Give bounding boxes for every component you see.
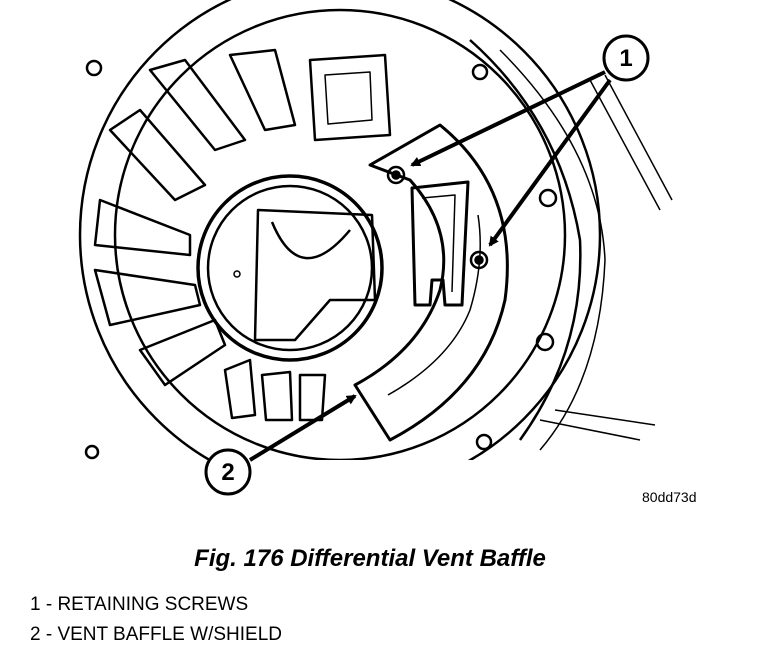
figure-reference-code: 80dd73d xyxy=(642,489,697,505)
housing-inner-rim xyxy=(113,8,567,460)
flange-edge xyxy=(469,39,582,441)
vent-shield xyxy=(410,180,470,307)
callout-2-number: 2 xyxy=(221,459,234,486)
figure-caption: Fig. 176 Differential Vent Baffle xyxy=(194,545,546,572)
background-line xyxy=(539,419,641,441)
rib xyxy=(223,358,257,420)
retaining-screw-head xyxy=(391,170,401,180)
center-bore-inner xyxy=(206,184,374,352)
rib-pocket-inner xyxy=(324,71,373,125)
rib-pocket xyxy=(308,53,392,142)
housing-outer-rim xyxy=(78,0,602,460)
leader-line-2 xyxy=(248,394,357,462)
retaining-screw-head xyxy=(474,255,484,265)
rib xyxy=(148,58,247,152)
rib xyxy=(93,268,202,327)
rib xyxy=(93,198,192,257)
rib xyxy=(138,318,227,387)
background-line xyxy=(604,74,673,201)
vent-baffle xyxy=(353,123,509,442)
flange-outline xyxy=(499,49,606,451)
bolt-hole xyxy=(535,332,555,352)
callout-2: 2 xyxy=(204,448,252,496)
bolt-hole xyxy=(475,433,493,451)
background-line xyxy=(589,79,661,211)
leader-line-1b xyxy=(488,78,612,247)
bolt-hole xyxy=(538,188,558,208)
small-hole xyxy=(233,270,241,278)
background-line xyxy=(554,409,656,426)
center-bore-outer xyxy=(196,174,384,362)
legend-item-2: 2 - VENT BAFFLE W/SHIELD xyxy=(30,624,282,645)
pinion-cutout xyxy=(253,208,377,342)
rib xyxy=(260,370,294,422)
retaining-screw xyxy=(386,165,406,185)
vent-baffle-inner xyxy=(387,214,481,396)
legend-item-1: 1 - RETAINING SCREWS xyxy=(30,594,249,615)
pinion-arc xyxy=(270,221,351,260)
bolt-hole xyxy=(471,63,489,81)
rib xyxy=(228,48,297,132)
housing-drawing xyxy=(78,0,673,460)
callout-1: 1 xyxy=(602,34,650,82)
rib xyxy=(108,108,207,202)
retaining-screw xyxy=(469,250,489,270)
rib xyxy=(298,373,327,422)
callout-1-number: 1 xyxy=(619,45,632,72)
bolt-hole xyxy=(85,59,103,77)
leader-line-1a xyxy=(410,70,606,167)
bolt-hole xyxy=(84,444,100,460)
legend: 1 - RETAINING SCREWS 2 - VENT BAFFLE W/S… xyxy=(30,590,282,650)
differential-diagram: 1 2 xyxy=(78,0,673,496)
vent-shield-inner xyxy=(421,194,456,293)
